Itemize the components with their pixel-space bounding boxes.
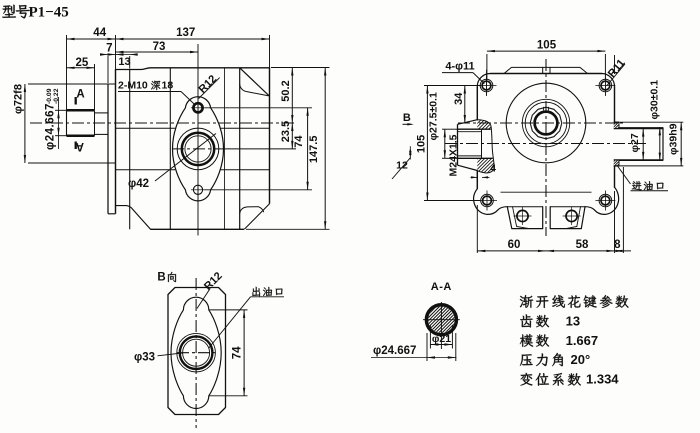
svg-text:13: 13 bbox=[118, 56, 130, 68]
svg-text:φ39h9: φ39h9 bbox=[668, 123, 680, 155]
svg-text:B: B bbox=[157, 272, 165, 284]
svg-text:φ33: φ33 bbox=[134, 352, 155, 364]
svg-text:7: 7 bbox=[106, 43, 112, 55]
svg-text:M24X1.5: M24X1.5 bbox=[448, 134, 460, 176]
svg-text:58: 58 bbox=[576, 239, 589, 251]
svg-text:4-φ11: 4-φ11 bbox=[445, 60, 474, 72]
svg-text:137: 137 bbox=[176, 27, 195, 39]
svg-text:1.667: 1.667 bbox=[566, 333, 599, 348]
svg-text:φ24.667: φ24.667 bbox=[45, 103, 57, 150]
svg-text:25: 25 bbox=[76, 57, 89, 69]
svg-text:φ24.667: φ24.667 bbox=[373, 345, 416, 357]
svg-text:18: 18 bbox=[162, 80, 174, 92]
svg-text:φ72f8: φ72f8 bbox=[13, 84, 25, 114]
svg-text:23.5: 23.5 bbox=[280, 121, 292, 142]
svg-text:1.334: 1.334 bbox=[586, 372, 619, 387]
svg-text:φ27: φ27 bbox=[629, 133, 641, 152]
svg-text:-0.09: -0.09 bbox=[46, 88, 53, 104]
svg-text:44: 44 bbox=[93, 27, 106, 39]
svg-text:74: 74 bbox=[231, 346, 243, 359]
svg-text:φ27.5±0.1: φ27.5±0.1 bbox=[428, 92, 440, 140]
svg-text:A: A bbox=[76, 140, 84, 152]
svg-text:105: 105 bbox=[416, 135, 428, 153]
svg-text:12: 12 bbox=[396, 160, 408, 172]
svg-text:4: 4 bbox=[490, 163, 496, 175]
svg-text:20°: 20° bbox=[571, 352, 591, 367]
svg-text:φ42: φ42 bbox=[128, 178, 149, 190]
svg-text:φ30±0.1: φ30±0.1 bbox=[649, 80, 661, 120]
svg-text:60: 60 bbox=[508, 239, 521, 251]
svg-text:2-M10: 2-M10 bbox=[118, 80, 148, 92]
svg-text:73: 73 bbox=[153, 41, 166, 53]
svg-text:13: 13 bbox=[566, 313, 580, 328]
svg-text:147.5: 147.5 bbox=[308, 136, 320, 164]
svg-text:74: 74 bbox=[293, 135, 305, 148]
svg-text:105: 105 bbox=[537, 40, 557, 52]
svg-text:B: B bbox=[403, 112, 411, 124]
svg-text:A-A: A-A bbox=[431, 281, 452, 293]
svg-text:A: A bbox=[76, 89, 84, 101]
svg-text:P1−45: P1−45 bbox=[29, 5, 69, 21]
svg-text:50.2: 50.2 bbox=[280, 80, 292, 101]
svg-text:φ21: φ21 bbox=[432, 333, 451, 345]
svg-text:-0.22: -0.22 bbox=[53, 88, 60, 104]
svg-text:8: 8 bbox=[614, 239, 621, 251]
svg-text:34: 34 bbox=[453, 92, 465, 105]
